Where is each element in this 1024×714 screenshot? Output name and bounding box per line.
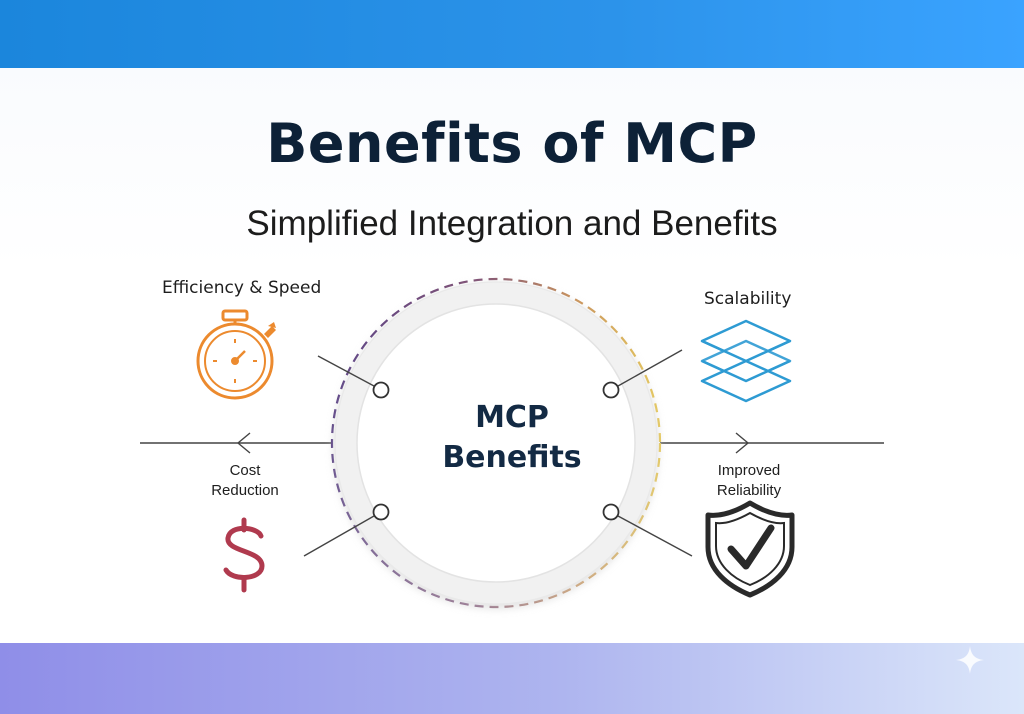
- stacked-layers-icon: [700, 319, 792, 403]
- connector-nodes: [372, 381, 620, 521]
- reliability-label-line1: Improved: [717, 462, 781, 479]
- scalability-label: Scalability: [704, 289, 792, 309]
- efficiency-label: Efficiency & Speed: [162, 278, 322, 298]
- center-label-line2: Benefits: [442, 440, 582, 475]
- cost-label-line2: Reduction: [211, 482, 279, 499]
- main-ring: [335, 282, 657, 604]
- stopwatch-icon: [196, 309, 276, 400]
- cost-label-line1: Cost: [229, 462, 261, 479]
- slide-title: Benefits of MCP: [266, 112, 758, 175]
- slide-subtitle: Simplified Integration and Benefits: [246, 204, 778, 243]
- cost-reduction-label: Cost Reduction: [196, 461, 294, 501]
- bottom-banner: [0, 643, 1024, 714]
- sparkle-icon: [956, 646, 984, 674]
- right-axis-line: [660, 432, 884, 454]
- reliability-label-line2: Reliability: [716, 482, 782, 499]
- top-banner: [0, 0, 1024, 68]
- shield-check-icon: [705, 500, 795, 598]
- center-label-line1: MCP: [475, 400, 549, 435]
- connector-lines: [303, 349, 693, 557]
- center-label: MCP Benefits: [412, 398, 612, 478]
- left-axis-line: [140, 432, 332, 454]
- dollar-icon: [223, 517, 265, 593]
- reliability-label: Improved Reliability: [700, 461, 798, 501]
